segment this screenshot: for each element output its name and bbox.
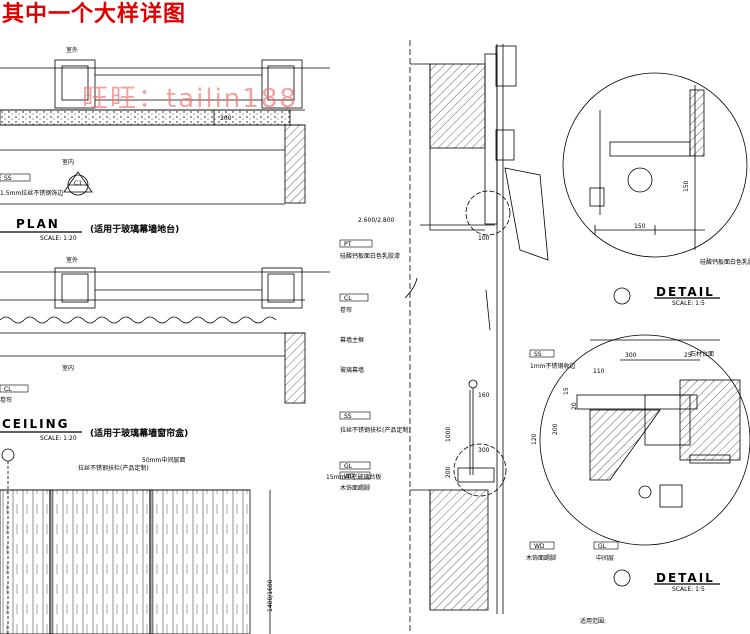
- detail2-dim-120: 120: [531, 433, 538, 445]
- plan-tag-code: SS: [4, 175, 12, 182]
- detail2-tag-wd-box: [529, 541, 555, 550]
- section-tag-wd-box: [339, 471, 371, 480]
- plan-view: [0, 59, 330, 205]
- plan-outside-label: 室外: [66, 46, 78, 54]
- detail2-dim-110: 110: [593, 368, 605, 375]
- section-tag-cl: CL: [344, 295, 352, 302]
- detail2-dim-15: 15: [563, 387, 570, 395]
- detail2-title: DETAIL: [656, 571, 715, 585]
- section-tag-wd: WD: [344, 473, 355, 480]
- detail2-tag-wd-desc: 木饰面踢脚: [526, 554, 556, 562]
- section-tag-pt-box: [339, 239, 373, 248]
- section-tag-ss-desc: 拉丝不锈钢扶栏(产品定制): [340, 426, 411, 434]
- plan-note: (适用于玻璃幕墙地台): [90, 223, 179, 235]
- section-tag-gl-desc: 15mm中空玻璃台板: [326, 473, 381, 481]
- section-tag-pt: PT: [344, 241, 352, 248]
- watermark-text: 旺旺：tailin188: [82, 84, 298, 114]
- detail1-view: [562, 72, 748, 258]
- page-title: 其中一个大样详图: [2, 1, 187, 27]
- section-tag-ss-box: [339, 411, 371, 420]
- detail2-symbol: [613, 569, 631, 587]
- detail2-tag-wd: WD: [534, 543, 545, 550]
- detail2-tag-gl: GL: [598, 543, 607, 550]
- plan-tag-desc: 1.5mm拉丝不锈钢饰边: [0, 189, 63, 197]
- detail2-tag-ss: SS: [534, 351, 542, 358]
- detail2-note-right: 石材台面: [690, 350, 714, 358]
- section-tag-ss: SS: [344, 413, 352, 420]
- ceiling-outside-label: 室外: [66, 256, 78, 264]
- detail1-title: DETAIL: [656, 285, 715, 299]
- detail1-dim-150a: 150: [634, 223, 646, 230]
- elevation-label-right: 50mm中间层面: [142, 456, 185, 464]
- section-tag-pt-desc: 硅酸钙板面白色乳胶漆: [340, 252, 400, 260]
- section-dim-300: 300: [478, 447, 490, 454]
- section-view: [404, 40, 549, 634]
- ceiling-inside-label: 室内: [62, 364, 74, 372]
- detail1-symbol: [613, 287, 631, 305]
- plan-section-tag: C1: [74, 180, 82, 187]
- detail2-scale: SCALE: 1:5: [672, 586, 705, 593]
- detail1-dim-150b: 150: [683, 180, 690, 192]
- detail2-footer: 适用范围:: [580, 617, 606, 625]
- elevation-view: [0, 448, 271, 634]
- ceiling-title: CEILING: [2, 417, 69, 431]
- section-tag-gl-box: [339, 461, 371, 470]
- section-level-label: 2.600/2.800: [358, 217, 395, 224]
- section-glass-curtain: 玻璃幕墙: [340, 366, 364, 374]
- plan-scale: SCALE: 1:20: [40, 235, 77, 242]
- ceiling-note: (适用于玻璃幕墙窗帘盒): [90, 427, 188, 439]
- elevation-label-left: 拉丝不锈钢扶栏(产品定制): [78, 464, 149, 472]
- ceiling-view: [0, 267, 330, 404]
- section-dim-160: 160: [478, 392, 490, 399]
- section-tag-cl-desc: 卷帘: [340, 306, 352, 314]
- plan-title: PLAN: [16, 217, 60, 231]
- ceiling-tag-desc: 卷帘: [0, 396, 12, 404]
- detail2-tag-gl-box: [593, 541, 619, 550]
- ceiling-scale: SCALE: 1:20: [40, 435, 77, 442]
- detail2-dim-200: 200: [552, 423, 559, 435]
- section-tag-gl: GL: [344, 463, 353, 470]
- section-tag-wd-desc: 木饰面踢脚: [340, 484, 370, 492]
- section-dim-1000: 1000: [445, 427, 452, 442]
- detail2-dim-300: 300: [625, 352, 637, 359]
- section-dim-200: 200: [445, 466, 452, 478]
- detail2-view: [539, 334, 750, 546]
- detail2-tag-ss-desc: 1mm不锈钢收边: [530, 362, 576, 370]
- detail2-dim-25: 25: [684, 352, 692, 359]
- section-glass-frame: 幕墙主框: [340, 336, 364, 344]
- section-dim-100: 100: [478, 235, 490, 242]
- detail2-tag-ss-box: [529, 349, 555, 358]
- plan-inside-label: 室内: [62, 158, 74, 166]
- elevation-dim-1400: 1400/1600: [267, 579, 274, 612]
- section-tag-cl-box: [339, 293, 369, 302]
- detail1-scale: SCALE: 1:5: [672, 300, 705, 307]
- detail1-note: 硅酸钙板面白色乳胶漆: [700, 258, 750, 266]
- ceiling-tag-code: CL: [4, 386, 12, 393]
- plan-dim-300: 300: [220, 115, 232, 122]
- ceiling-material-tag: [0, 384, 29, 393]
- plan-material-tag: [0, 173, 31, 182]
- detail2-dim-20: 20: [571, 402, 578, 410]
- detail2-tag-gl-desc: 中间层: [596, 554, 614, 562]
